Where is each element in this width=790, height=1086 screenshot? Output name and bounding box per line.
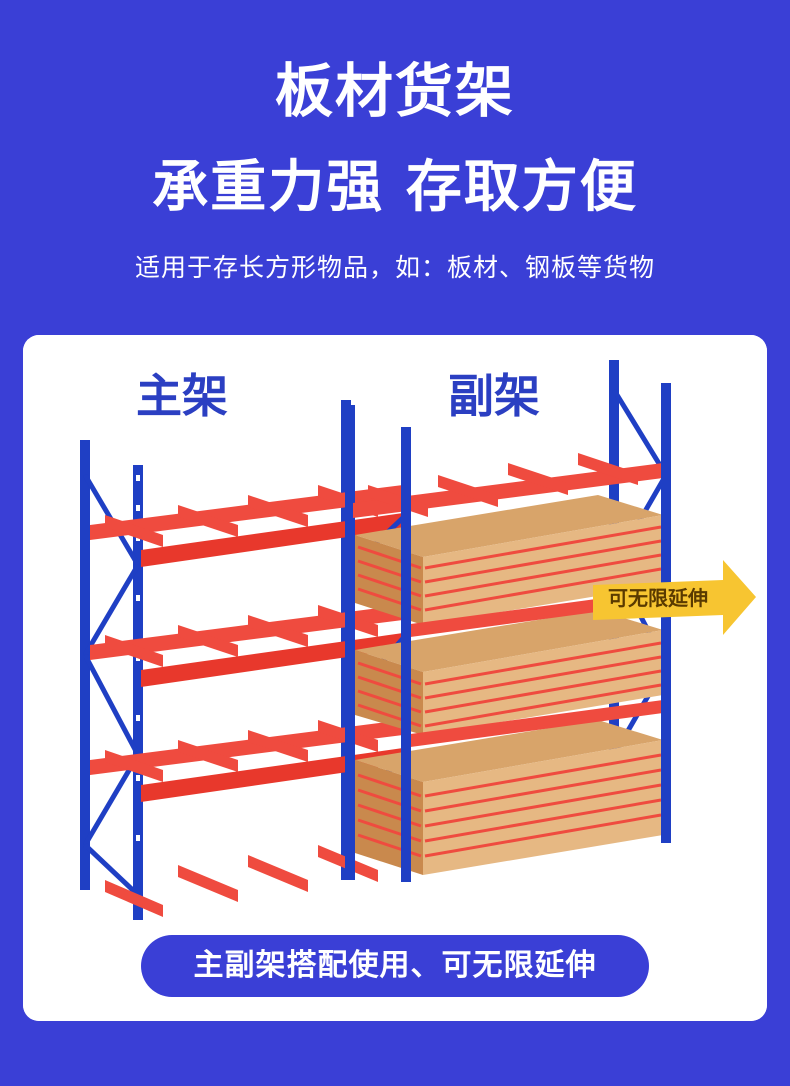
sub-rack-shelf-1 [353, 453, 663, 518]
illustration-card: 主架 副架 可无限延伸 主副架搭配使用、可无限延伸 [23, 335, 767, 1021]
sub-rack-label: 副架 [448, 369, 540, 423]
main-rack-upright-front-left [133, 465, 143, 920]
board-stack-top-lines [357, 525, 662, 612]
page-title: 板材货架 [274, 57, 515, 125]
arrow-label: 可无限延伸 [608, 586, 708, 610]
page-subtitle: 承重力强 存取方便 [152, 155, 638, 220]
usage-note-pill: 主副架搭配使用、可无限延伸 [141, 935, 649, 997]
rack-illustration [23, 335, 767, 1021]
main-rack-upright-back-left [80, 440, 90, 890]
main-rack-label: 主架 [136, 369, 228, 423]
extension-arrow-icon [593, 560, 756, 635]
board-stack-bottom-lines [357, 753, 662, 858]
sub-rack-upright-front-left [345, 405, 355, 880]
product-description: 适用于存长方形物品，如：板材、钢板等货物 [134, 253, 655, 282]
